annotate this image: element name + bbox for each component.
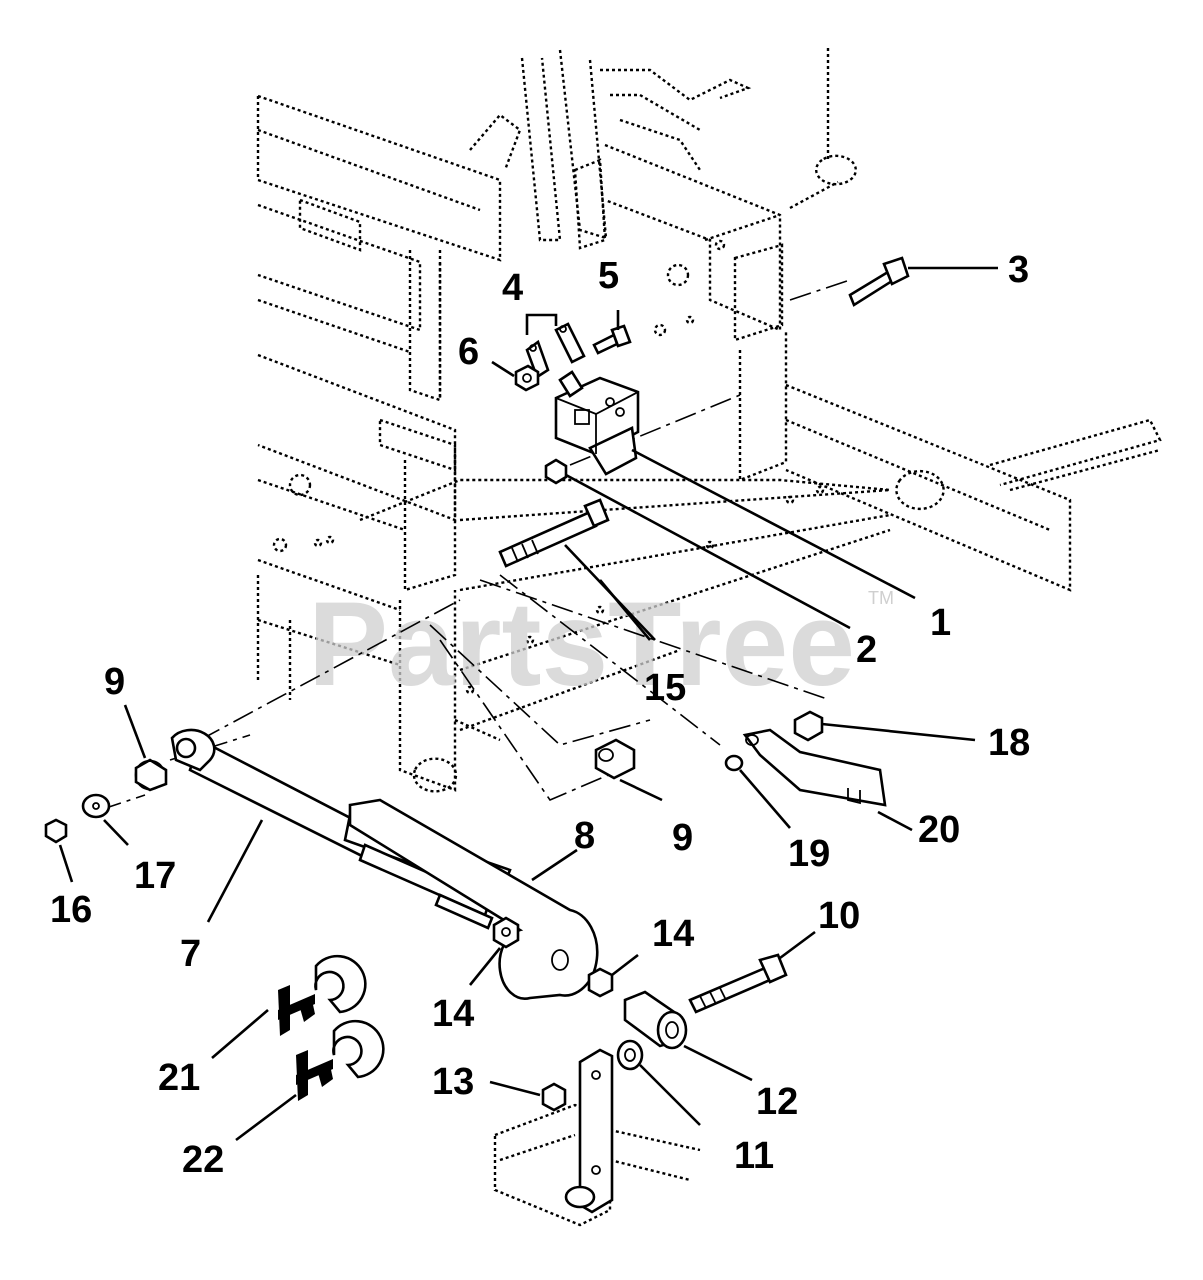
part-10-bolt	[688, 953, 788, 1014]
callout-22: 22	[182, 1139, 224, 1181]
part-14-nut-left	[492, 916, 520, 949]
part-18-spacer	[793, 710, 824, 742]
part-20-arm	[742, 728, 887, 807]
callout-21: 21	[158, 1057, 200, 1099]
callout-5: 5	[598, 255, 619, 297]
callout-19: 19	[788, 833, 830, 875]
part-6-nut	[514, 364, 540, 392]
part-12-rod-end	[623, 990, 688, 1050]
callout-9-right: 9	[672, 817, 693, 859]
part-17-washer	[81, 793, 111, 819]
part-1-switch	[554, 370, 640, 476]
part-16-nut	[44, 818, 68, 844]
callout-11: 11	[734, 1135, 774, 1177]
part-22-decal	[296, 1019, 385, 1101]
part-15-bolt	[498, 498, 610, 568]
frame-phantom	[256, 48, 1162, 1227]
callout-20: 20	[918, 809, 960, 851]
callout-14-left: 14	[432, 993, 474, 1035]
callout-2: 2	[856, 629, 877, 671]
part-5-screw	[592, 324, 632, 355]
callout-14-right: 14	[652, 913, 694, 955]
part-13-nut	[541, 1082, 567, 1112]
callout-6: 6	[458, 331, 479, 373]
lower-upright	[564, 1048, 614, 1214]
callout-18: 18	[988, 722, 1030, 764]
callout-7: 7	[180, 933, 201, 975]
callout-16: 16	[50, 889, 92, 931]
callout-10: 10	[818, 895, 860, 937]
callout-15: 15	[644, 667, 686, 709]
part-14-nut-right	[587, 967, 614, 998]
callout-13: 13	[432, 1061, 474, 1103]
callout-1: 1	[930, 602, 951, 644]
part-9-spacer-left	[134, 758, 168, 792]
part-19-washer	[724, 754, 744, 772]
leader-lines	[58, 266, 998, 1142]
part-9-spacer-right	[594, 738, 636, 780]
part-2-nut	[544, 458, 568, 485]
part-8-bracket	[348, 798, 599, 1000]
part-7-cylinder	[170, 728, 512, 930]
callout-9-left: 9	[104, 661, 125, 703]
callout-4: 4	[502, 267, 523, 309]
part-11-washer	[616, 1039, 644, 1071]
callout-8: 8	[574, 815, 595, 857]
part-3-bolt	[848, 256, 910, 307]
callouts: 1 2 3 4 5 6 7 8 9 9 10 11 12 13 14 14 15…	[50, 249, 1030, 1181]
watermark: PartsTree	[308, 577, 855, 711]
callout-3: 3	[1008, 249, 1029, 291]
callout-17: 17	[134, 855, 176, 897]
part-21-decal	[278, 954, 367, 1036]
callout-12: 12	[756, 1081, 798, 1123]
watermark-trademark: TM	[868, 588, 894, 608]
